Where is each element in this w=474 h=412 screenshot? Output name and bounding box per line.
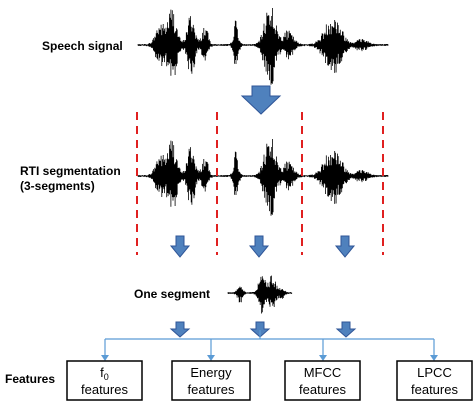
rti-segmentation-label: RTI segmentation (20, 164, 121, 178)
feature-box-subtitle: features (81, 382, 128, 397)
feature-box-lpcc: LPCC features (396, 360, 473, 401)
down-arrow-icon (169, 321, 191, 338)
one-segment-waveform (227, 275, 293, 314)
down-arrow-icon (334, 235, 356, 258)
feature-box-title: Energy (190, 365, 232, 380)
down-arrow-icon (249, 321, 271, 338)
big-down-arrow-icon (240, 85, 282, 115)
feature-box-energy: Energy features (171, 360, 251, 401)
features-label: Features (5, 372, 55, 386)
speech-signal-label: Speech signal (42, 39, 123, 53)
rti-segmented-waveform (137, 139, 389, 216)
feature-box-title: MFCC (304, 365, 342, 380)
one-segment-label: One segment (134, 287, 210, 301)
feature-arrows (169, 321, 357, 338)
feature-box-subtitle: features (188, 382, 235, 397)
svg-text:f0: f0 (100, 365, 109, 382)
speech-signal-waveform (137, 8, 389, 85)
down-arrow-icon (248, 235, 270, 258)
rti-segments-count-label: (3-segments) (20, 179, 95, 193)
feature-box-subtitle: features (411, 382, 458, 397)
feature-box-subtitle: features (299, 382, 346, 397)
feature-box-subscript: 0 (104, 372, 109, 382)
down-arrow-icon (335, 321, 357, 338)
feature-box-title: LPCC (417, 365, 452, 380)
feature-box-f0: f0 features (66, 360, 143, 401)
feature-connector-tree (101, 330, 438, 361)
segment-arrows (169, 235, 356, 258)
feature-box-mfcc: MFCC features (284, 360, 361, 401)
feature-box-title: f (100, 365, 104, 380)
segment-dividers (136, 112, 384, 255)
down-arrow-icon (169, 235, 191, 258)
